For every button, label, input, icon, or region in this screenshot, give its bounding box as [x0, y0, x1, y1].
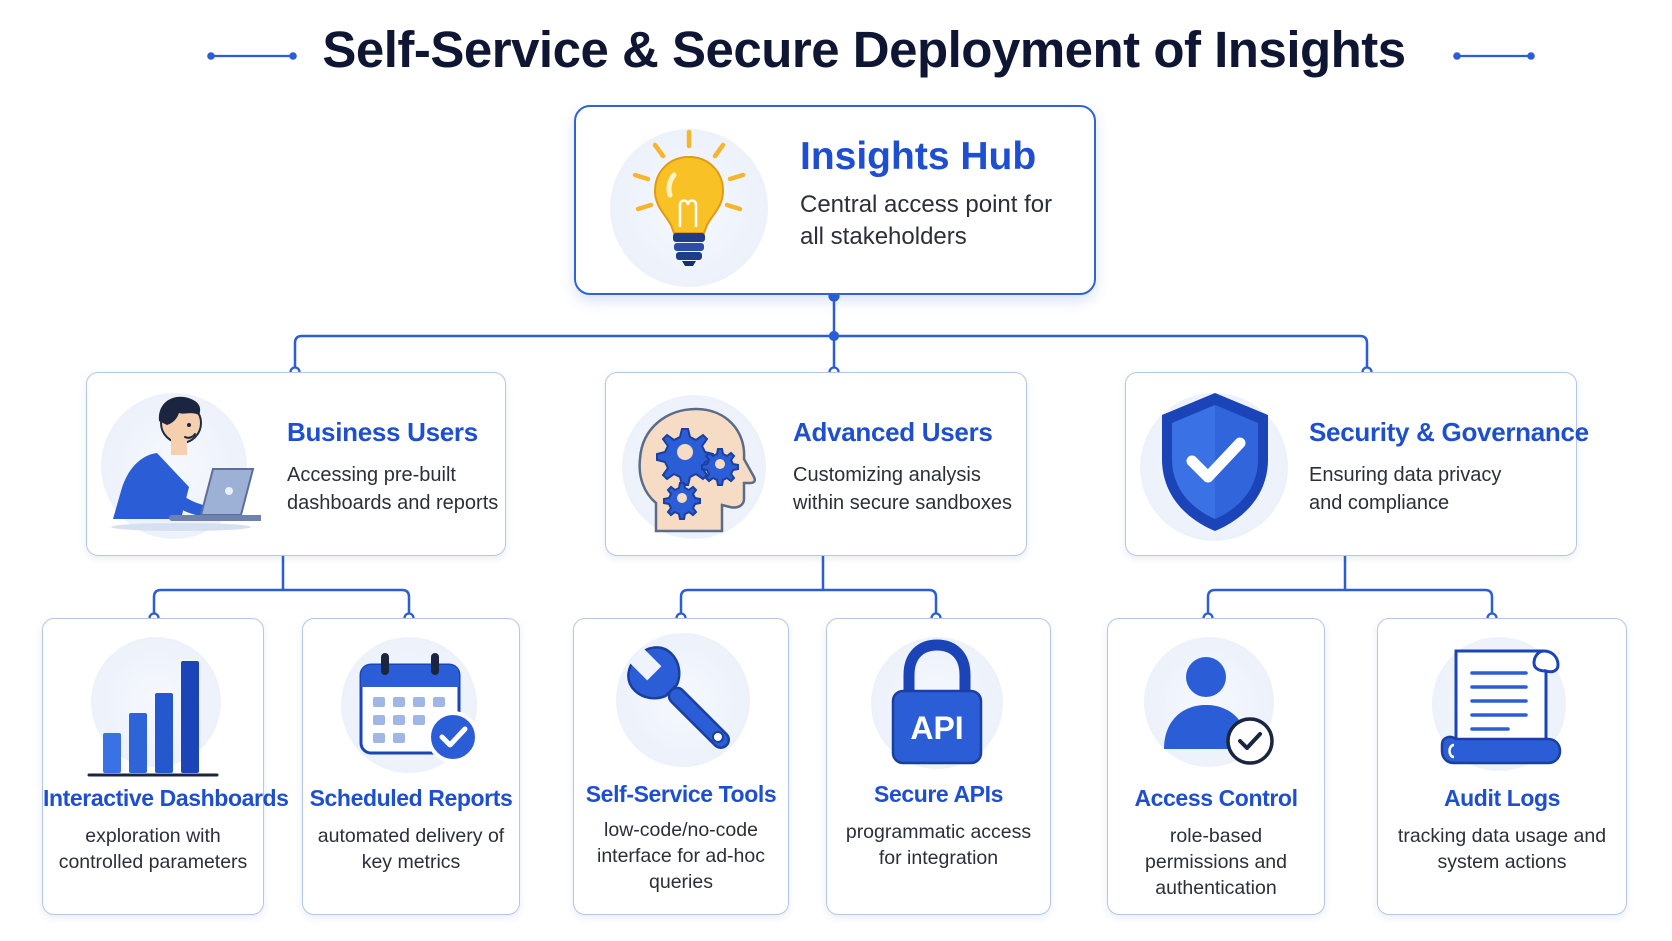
scheduled-reports-description: automated delivery of key metrics — [317, 825, 505, 873]
business-users-title: Business Users — [287, 417, 478, 447]
secure-apis-title: Secure APIs — [874, 781, 1003, 807]
audit-logs-description: tracking data usage and system actions — [1397, 825, 1607, 873]
user-laptop-icon — [111, 396, 261, 531]
page-title: Self-Service & Secure Deployment of Insi… — [322, 21, 1406, 78]
head-gears-icon — [638, 407, 757, 533]
scheduled-reports-card[interactable]: Scheduled Reports automated delivery of … — [302, 618, 520, 915]
business-users-card[interactable]: Business Users Accessing pre-built dashb… — [86, 372, 506, 556]
shield-check-icon — [1162, 393, 1268, 531]
access-control-description: role-based permissions and authenticatio… — [1145, 825, 1287, 899]
title-row: Self-Service & Secure Deployment of Insi… — [0, 14, 1672, 90]
advanced-users-card[interactable]: Advanced Users Customizing analysis with… — [605, 372, 1027, 556]
advanced-users-description: Customizing analysis within secure sandb… — [793, 464, 1013, 514]
audit-logs-card[interactable]: Audit Logs tracking data usage and syste… — [1377, 618, 1627, 915]
security-bus — [1206, 588, 1494, 618]
user-check-icon — [1164, 657, 1274, 765]
connector-node — [828, 330, 840, 342]
scheduled-reports-title: Scheduled Reports — [309, 785, 513, 811]
access-control-title: Access Control — [1134, 785, 1298, 811]
hub-card[interactable]: Insights Hub Central access point for al… — [574, 105, 1096, 295]
scroll-document-icon — [1440, 649, 1562, 765]
wrench-icon — [627, 646, 731, 750]
bar-chart-icon — [87, 661, 219, 777]
level1-bus — [293, 334, 1369, 372]
security-governance-title: Security & Governance — [1309, 417, 1589, 447]
advanced-users-title: Advanced Users — [793, 417, 993, 447]
api-lock-icon: API — [891, 639, 983, 765]
security-governance-card[interactable]: Security & Governance Ensuring data priv… — [1125, 372, 1589, 556]
interactive-dashboards-description: exploration with controlled parameters — [58, 825, 248, 873]
title-decoration-left — [207, 52, 297, 60]
api-label: API — [910, 710, 963, 746]
calendar-check-icon — [359, 653, 479, 763]
self-service-tools-title: Self-Service Tools — [585, 781, 777, 807]
hub-description: Central access point for all stakeholder… — [800, 191, 1053, 250]
access-control-card[interactable]: Access Control role-based permissions an… — [1107, 618, 1325, 915]
business-bus — [152, 588, 411, 618]
hub-title: Insights Hub — [800, 135, 1037, 178]
secure-apis-card[interactable]: API Secure APIs programmatic access for … — [826, 618, 1051, 915]
secure-apis-description: programmatic access for integration — [845, 821, 1032, 869]
interactive-dashboards-card[interactable]: Interactive Dashboards exploration with … — [42, 618, 289, 915]
advanced-bus — [679, 588, 938, 618]
business-users-description: Accessing pre-built dashboards and repor… — [287, 464, 499, 514]
security-governance-description: Ensuring data privacy and compliance — [1309, 464, 1502, 514]
lightbulb-icon — [632, 129, 746, 266]
audit-logs-title: Audit Logs — [1443, 785, 1561, 811]
interactive-dashboards-title: Interactive Dashboards — [43, 785, 289, 811]
title-decoration-right — [1453, 52, 1535, 60]
self-service-tools-description: low-code/no-code interface for ad-hoc qu… — [596, 819, 765, 893]
self-service-tools-card[interactable]: Self-Service Tools low-code/no-code inte… — [573, 618, 789, 915]
